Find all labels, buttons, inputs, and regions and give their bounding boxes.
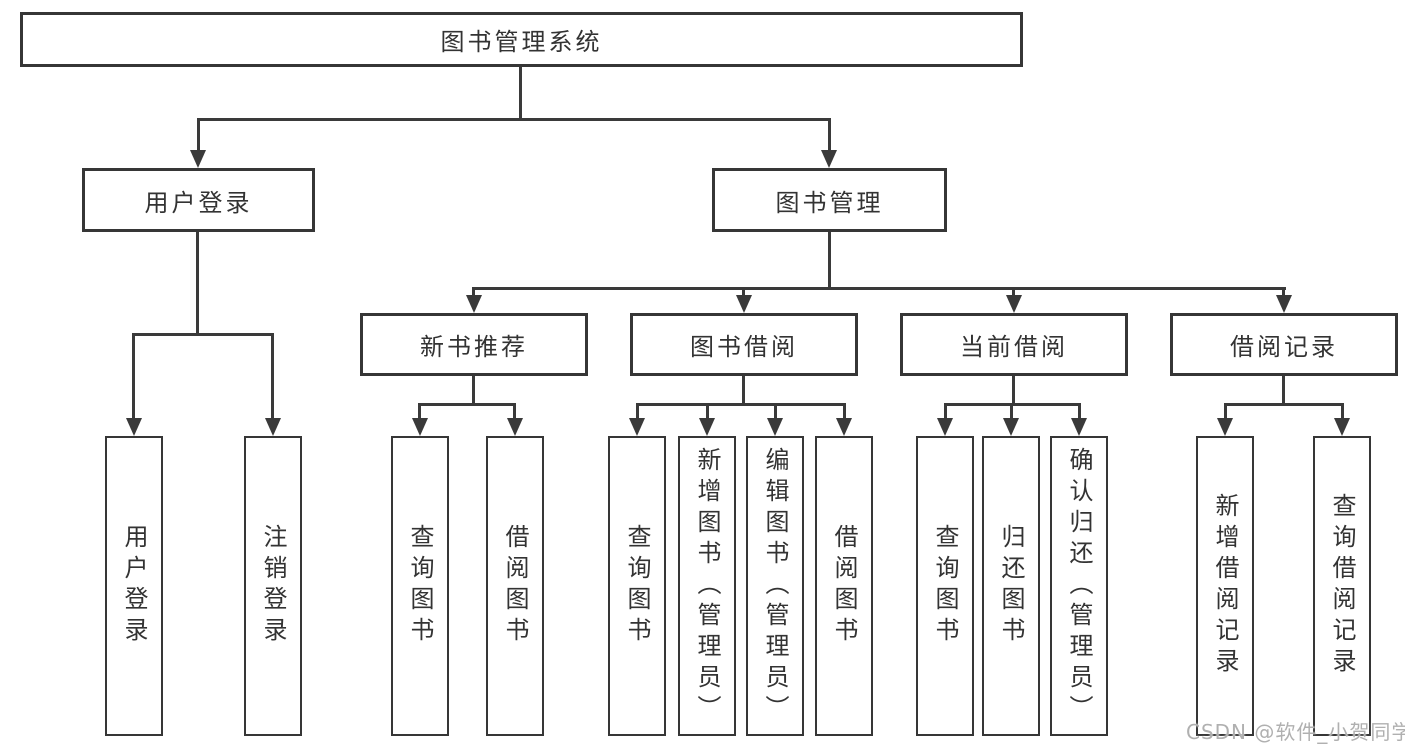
node-book-borrow: 图书借阅 <box>630 313 858 376</box>
arrow-down-icon <box>736 295 752 313</box>
leaf-logout: 注销登录 <box>244 436 302 736</box>
arrow-down-icon <box>1276 295 1292 313</box>
leaf-newbook-query-books: 查询图书 <box>391 436 449 736</box>
connector-line <box>197 118 831 121</box>
connector-line <box>1012 376 1015 406</box>
connector-line <box>1224 403 1343 406</box>
leaf-current-return-books: 归还图书 <box>982 436 1040 736</box>
arrow-down-icon <box>190 150 206 168</box>
connector-line <box>418 403 516 406</box>
arrow-down-icon <box>821 150 837 168</box>
node-borrow-records: 借阅记录 <box>1170 313 1398 376</box>
connector-line <box>944 403 947 419</box>
arrow-down-icon <box>937 418 953 436</box>
node-current-borrow: 当前借阅 <box>900 313 1128 376</box>
leaf-user-login: 用户登录 <box>105 436 163 736</box>
leaf-current-query-books: 查询图书 <box>916 436 974 736</box>
connector-line <box>636 403 846 406</box>
connector-line <box>774 403 777 419</box>
node-user-login: 用户登录 <box>82 168 315 232</box>
connector-line <box>132 333 274 336</box>
arrow-down-icon <box>1217 418 1233 436</box>
leaf-current-confirm-return-admin: 确认归还（管理员） <box>1050 436 1108 736</box>
leaf-borrow-add-books-admin: 新增图书（管理员） <box>678 436 736 736</box>
arrow-down-icon <box>1006 295 1022 313</box>
connector-line <box>742 287 745 297</box>
connector-line <box>843 403 846 419</box>
leaf-records-add-record: 新增借阅记录 <box>1196 436 1254 736</box>
connector-line <box>473 287 1286 290</box>
arrow-down-icon <box>265 418 281 436</box>
connector-line <box>742 376 745 406</box>
connector-line <box>418 403 421 419</box>
leaf-newbook-borrow-books: 借阅图书 <box>486 436 544 736</box>
connector-line <box>1224 403 1227 419</box>
connector-line <box>1012 287 1015 297</box>
connector-line <box>197 118 200 151</box>
connector-line <box>472 287 475 297</box>
leaf-records-query-record: 查询借阅记录 <box>1313 436 1371 736</box>
arrow-down-icon <box>507 418 523 436</box>
leaf-borrow-query-books: 查询图书 <box>608 436 666 736</box>
arrow-down-icon <box>699 418 715 436</box>
csdn-watermark: CSDN @软件_小贺同学 <box>1186 720 1405 744</box>
arrow-down-icon <box>1003 418 1019 436</box>
node-library-system: 图书管理系统 <box>20 12 1023 67</box>
connector-line <box>1341 403 1344 419</box>
connector-line <box>519 67 522 120</box>
arrow-down-icon <box>126 418 142 436</box>
connector-line <box>828 232 831 290</box>
connector-line <box>196 232 199 336</box>
connector-line <box>706 403 709 419</box>
connector-line <box>1078 403 1081 419</box>
node-new-book-recommend: 新书推荐 <box>360 313 588 376</box>
arrow-down-icon <box>629 418 645 436</box>
connector-line <box>1282 287 1285 297</box>
connector-line <box>132 333 135 418</box>
node-book-management: 图书管理 <box>712 168 947 232</box>
leaf-borrow-edit-books-admin: 编辑图书（管理员） <box>746 436 804 736</box>
connector-line <box>1282 376 1285 406</box>
connector-line <box>271 333 274 418</box>
connector-line <box>513 403 516 419</box>
leaf-borrow-borrow-books: 借阅图书 <box>815 436 873 736</box>
arrow-down-icon <box>767 418 783 436</box>
arrow-down-icon <box>412 418 428 436</box>
connector-line <box>828 118 831 151</box>
connector-line <box>472 376 475 406</box>
connector-line <box>636 403 639 419</box>
arrow-down-icon <box>1071 418 1087 436</box>
arrow-down-icon <box>836 418 852 436</box>
arrow-down-icon <box>1334 418 1350 436</box>
arrow-down-icon <box>466 295 482 313</box>
connector-line <box>1010 403 1013 419</box>
